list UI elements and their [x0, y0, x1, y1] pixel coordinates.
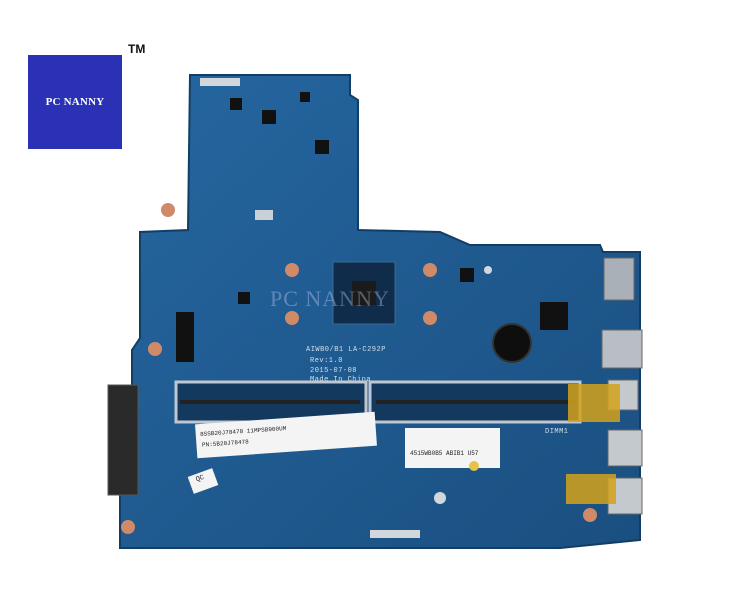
sata-connector	[107, 384, 139, 496]
cpu-die	[352, 281, 376, 305]
dimm-label: DIMM1	[545, 428, 569, 436]
usb-port-2	[607, 429, 643, 467]
cmos-battery	[492, 323, 532, 363]
ethernet-port	[601, 329, 643, 369]
board-made-in-text: Made In China	[310, 376, 372, 384]
watermark-text: PC NANNY	[270, 286, 390, 311]
board-model-text: AIWB0/B1 LA-C292P	[306, 346, 386, 354]
kapton-tape	[568, 384, 620, 422]
sticker-right	[405, 428, 500, 468]
board-rev-text: Rev:1.0	[310, 357, 343, 365]
sticker-right-text: 4515WB0B5 ABIB1 U57	[410, 450, 479, 457]
qc-sticker	[187, 468, 219, 494]
brand-logo-text: PC NANNY	[45, 96, 105, 108]
kapton-tape-2	[566, 474, 616, 504]
board-date-text: 2015-07-08	[310, 367, 358, 375]
brand-logo: PC NANNY	[28, 55, 122, 149]
vga-port	[603, 257, 635, 301]
sticker-left	[195, 411, 377, 459]
trademark-mark: TM	[128, 42, 146, 56]
